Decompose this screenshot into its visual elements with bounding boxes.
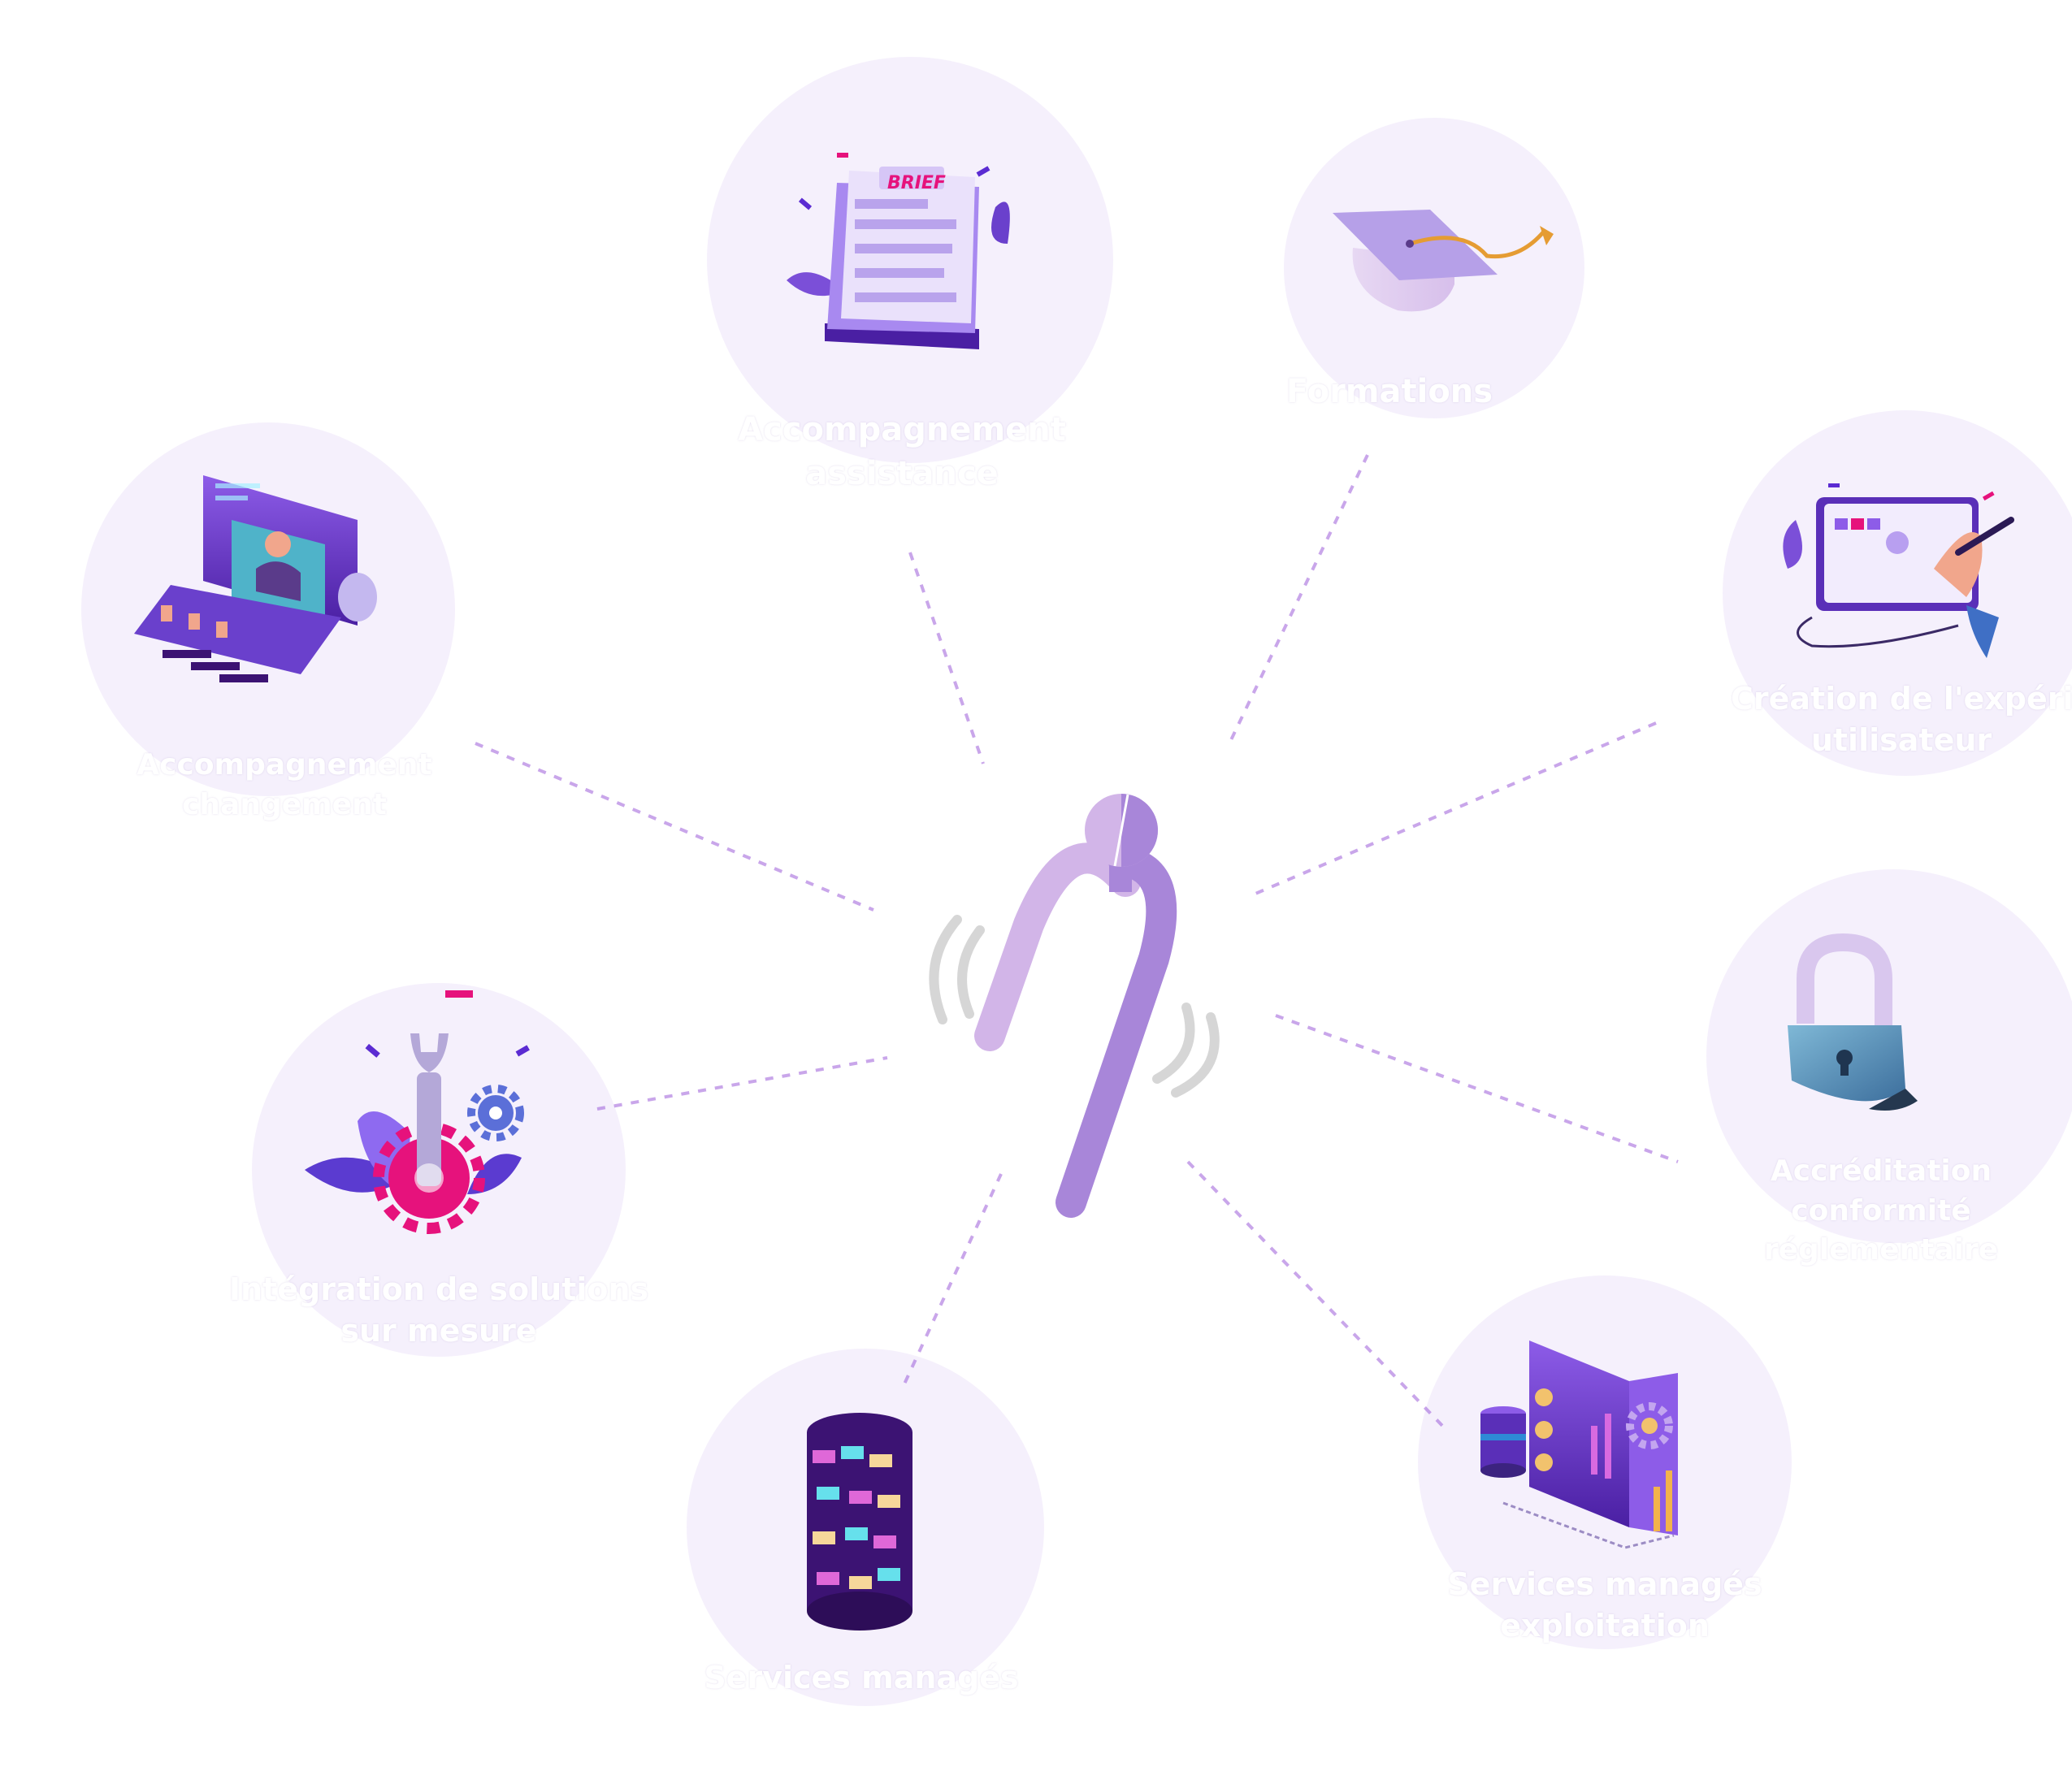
server-stack-icon (807, 1413, 912, 1631)
node-label-formations: Formations (1285, 373, 1493, 410)
vibration-right-inner-icon (1171, 1012, 1220, 1098)
connector-right-upper (1255, 721, 1657, 895)
connector-bottom (900, 1173, 1003, 1390)
connector-bottom-right (1186, 1160, 1448, 1431)
tuning-fork-icon (929, 794, 1220, 1218)
vibration-left-icon (929, 915, 962, 1024)
server-dashboard-icon (1480, 1340, 1678, 1549)
vibration-left-inner-icon (957, 925, 985, 1019)
graduation-cap-icon (1333, 210, 1554, 312)
fork-ball-split (1113, 794, 1129, 867)
connector-top-right (1228, 454, 1369, 744)
node-formations (1284, 118, 1584, 418)
svg-text:BRIEF: BRIEF (887, 173, 946, 193)
node-brief: BRIEF (707, 57, 1113, 463)
node-integration (252, 983, 626, 1357)
node-accreditation (1706, 869, 2072, 1243)
fork-ball-right (1121, 794, 1158, 867)
node-change (81, 422, 455, 796)
tablet-design-icon (1783, 483, 2014, 658)
connector-right-lower (1275, 1014, 1679, 1163)
node-managed-services (687, 1349, 1044, 1706)
node-managed-exploitation (1418, 1275, 1792, 1649)
connector-left-upper (475, 742, 874, 912)
wrench-gear-icon (305, 990, 530, 1234)
brief-document-icon: BRIEF (787, 153, 1010, 349)
fork-prong-left (974, 842, 1141, 1051)
node-label-ux: Création de l'expérienceutilisateur (1731, 681, 2072, 759)
connector-top (908, 552, 985, 764)
vibration-right-icon (1152, 1003, 1195, 1084)
fork-prong-right (1056, 846, 1177, 1218)
node-ux (1723, 410, 2072, 776)
connector-lines (475, 454, 1679, 1431)
connector-left-lower (596, 1056, 888, 1111)
padlock-icon (1788, 933, 1918, 1111)
video-conference-icon (134, 475, 377, 682)
node-label-managed-services: Services managés (704, 1660, 1019, 1696)
